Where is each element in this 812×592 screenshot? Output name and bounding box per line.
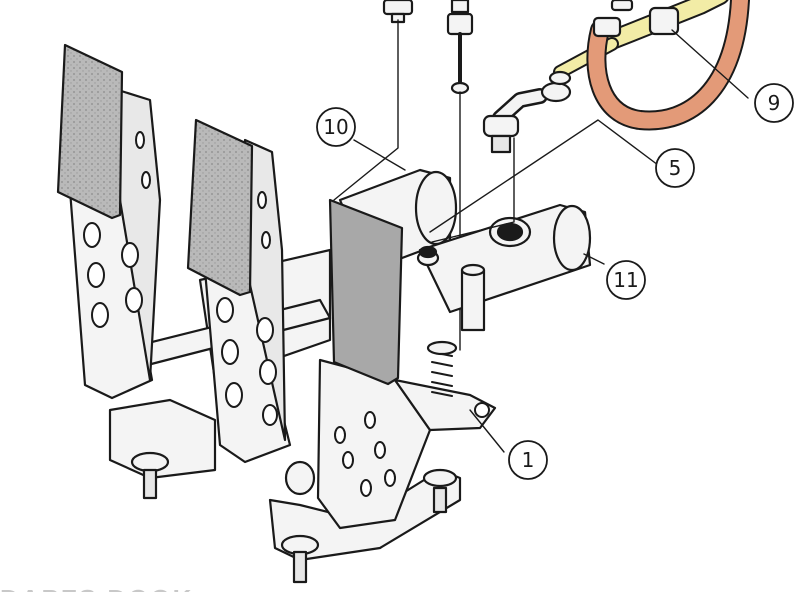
brake-pedal: [186, 118, 292, 464]
brake-pedal-pad: [186, 118, 254, 297]
reservoir-fittings: [482, 70, 572, 154]
callout-5: 5: [655, 148, 695, 188]
callout-5-label: 5: [669, 156, 682, 180]
throttle-pedal: [284, 198, 497, 530]
fluid-hoses: [553, 0, 750, 131]
clutch-pedal: [56, 43, 162, 400]
callout-9: 9: [754, 83, 794, 123]
callout-10: 10: [316, 107, 356, 147]
throttle-pedal-pad: [328, 198, 404, 386]
footer-title: DAPFS DOOK: [0, 584, 193, 592]
leader-lines: [333, 19, 749, 453]
callout-11: 11: [606, 260, 646, 300]
clutch-pedal-pad: [56, 43, 124, 220]
callout-1-label: 1: [522, 448, 535, 472]
callout-10-label: 10: [323, 115, 348, 139]
callout-9-label: 9: [768, 91, 781, 115]
callout-11-label: 11: [613, 268, 638, 292]
callout-1: 1: [508, 440, 548, 480]
